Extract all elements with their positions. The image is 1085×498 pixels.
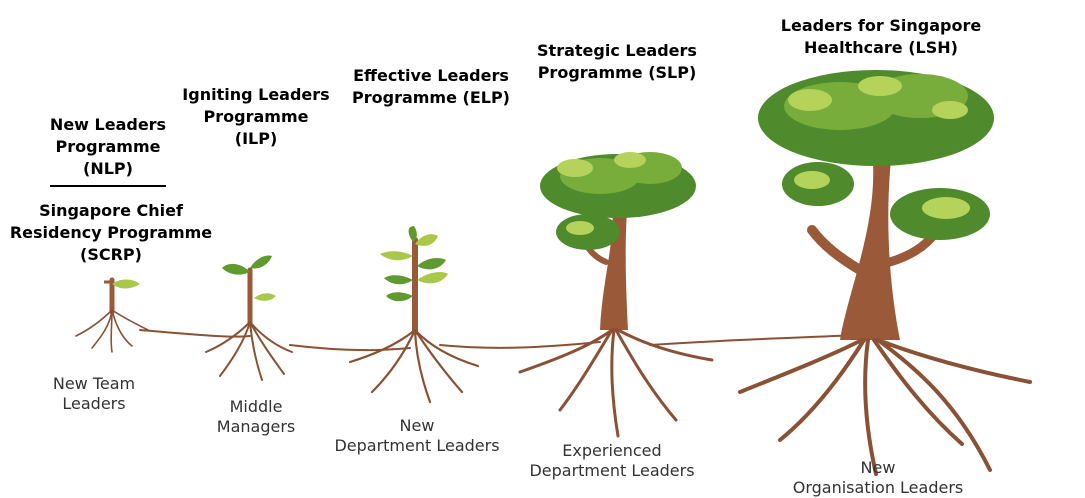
- tree-large: [738, 70, 1032, 476]
- connecting-roots: [139, 329, 861, 352]
- tree-seedling: [205, 255, 293, 381]
- title-lsh: Leaders for Singapore Healthcare (LSH): [780, 16, 982, 57]
- title-ilp: Igniting Leaders Programme (ILP): [182, 85, 330, 148]
- tree-sapling: [348, 226, 480, 404]
- caption-new-department-leaders: New Department Leaders: [334, 416, 500, 455]
- tree-sprout: [75, 277, 149, 353]
- tree-medium: [518, 152, 714, 438]
- caption-experienced-department-leaders: Experienced Department Leaders: [529, 441, 695, 480]
- title-nlp: New Leaders Programme (NLP): [49, 115, 167, 178]
- caption-new-team-leaders: New Team Leaders: [52, 374, 136, 413]
- caption-middle-managers: Middle Managers: [216, 397, 296, 436]
- title-elp: Effective Leaders Programme (ELP): [352, 66, 510, 107]
- title-slp: Strategic Leaders Programme (SLP): [537, 41, 697, 82]
- caption-new-organisation-leaders: New Organisation Leaders: [792, 458, 964, 497]
- divider-line: [50, 185, 166, 187]
- title-scrp: Singapore Chief Residency Programme (SCR…: [9, 201, 213, 264]
